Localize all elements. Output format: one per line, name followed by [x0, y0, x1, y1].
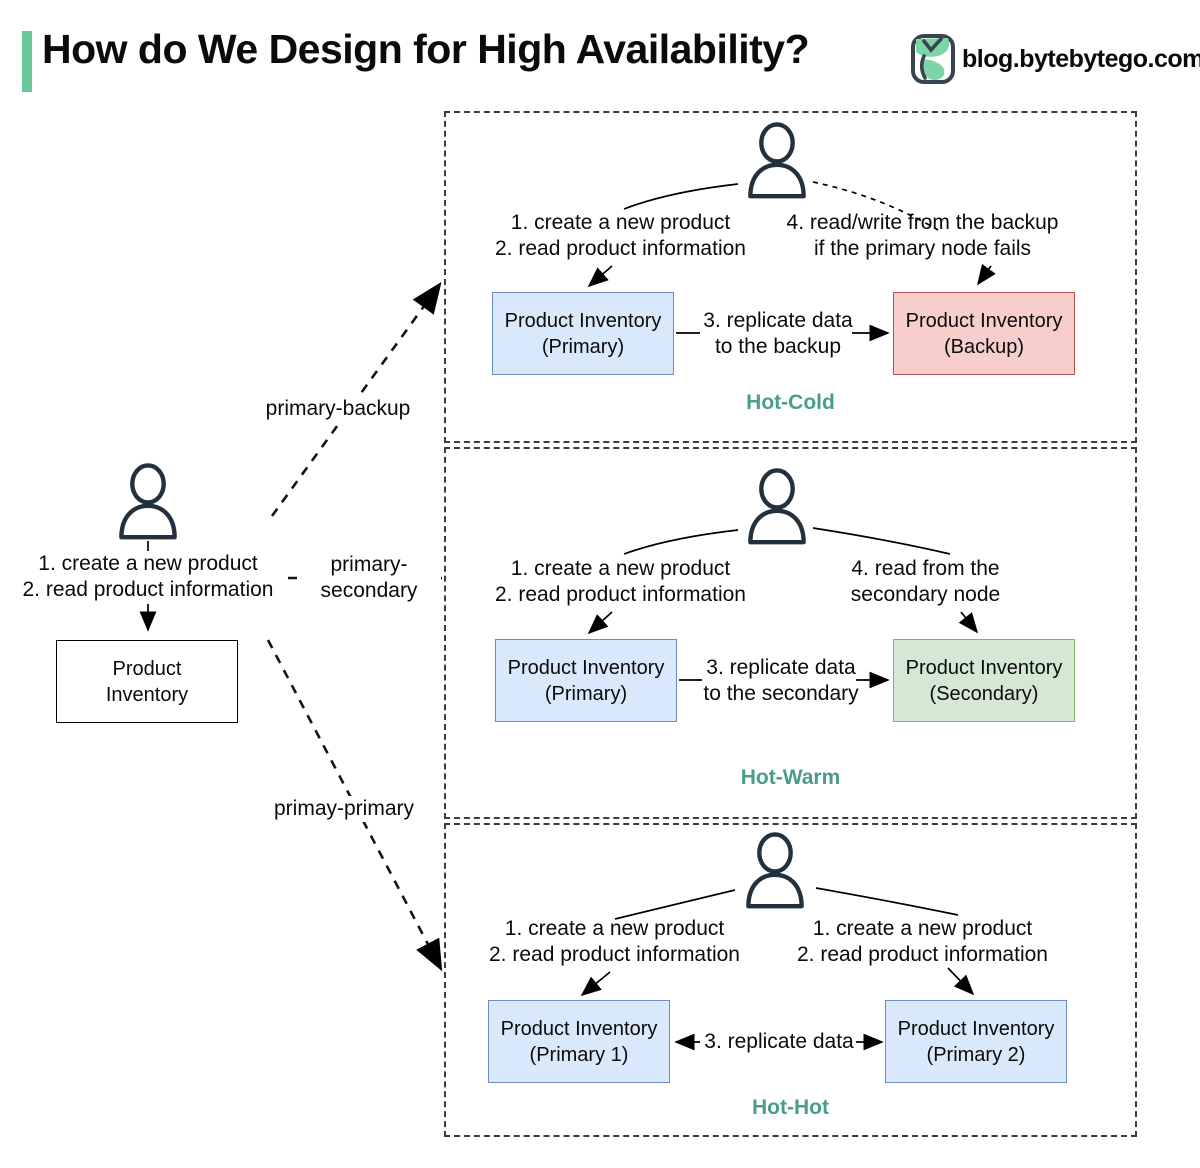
panel-caption: Hot-Cold	[746, 391, 835, 414]
primary2-box: Product Inventory (Primary 2)	[885, 1000, 1067, 1083]
connector-label-primary-backup: primary-backup	[243, 396, 433, 423]
panel-caption: Hot-Hot	[752, 1096, 829, 1119]
secondary-box: Product Inventory (Secondary)	[893, 639, 1075, 722]
backup-box: Product Inventory (Backup)	[893, 292, 1075, 375]
read-write-backup-label: 4. read/write from the backup if the pri…	[786, 211, 1059, 261]
panel-hot-cold	[444, 111, 1137, 443]
title-accent-bar	[22, 31, 32, 92]
replicate-label: 3. replicate data to the secondary	[703, 656, 859, 706]
product-inventory-box: Product Inventory	[56, 640, 238, 723]
panel-caption: Hot-Warm	[740, 766, 841, 789]
logo-text: blog.bytebytego.com	[962, 44, 1200, 73]
read-secondary-label: 4. read from the secondary node	[850, 557, 1001, 607]
user-icon	[744, 468, 810, 551]
connector-label-primary-primary: primay-primary	[250, 796, 438, 823]
bytebytego-logo-icon	[911, 34, 955, 84]
user-icon	[742, 832, 808, 915]
client-actions-label: 1. create a new product 2. read product …	[22, 552, 274, 602]
primary-box: Product Inventory (Primary)	[492, 292, 674, 375]
panel-hot-warm	[444, 447, 1137, 819]
create-read-label: 1. create a new product 2. read product …	[495, 557, 746, 607]
logo: blog.bytebytego.com	[910, 33, 1200, 85]
primary-box: Product Inventory (Primary)	[495, 639, 677, 722]
replicate-label: 3. replicate data to the backup	[703, 309, 853, 359]
create-read-label: 1. create a new product 2. read product …	[797, 917, 1048, 967]
connector-label-primary-secondary: primary- secondary	[300, 552, 438, 605]
replicate-label: 3. replicate data	[704, 1030, 854, 1053]
page-title: How do We Design for High Availability?	[42, 26, 810, 72]
create-read-label: 1. create a new product 2. read product …	[495, 211, 746, 261]
user-icon	[115, 463, 181, 546]
user-icon	[744, 122, 810, 205]
primary1-box: Product Inventory (Primary 1)	[488, 1000, 670, 1083]
create-read-label: 1. create a new product 2. read product …	[489, 917, 740, 967]
panel-hot-hot	[444, 823, 1137, 1137]
